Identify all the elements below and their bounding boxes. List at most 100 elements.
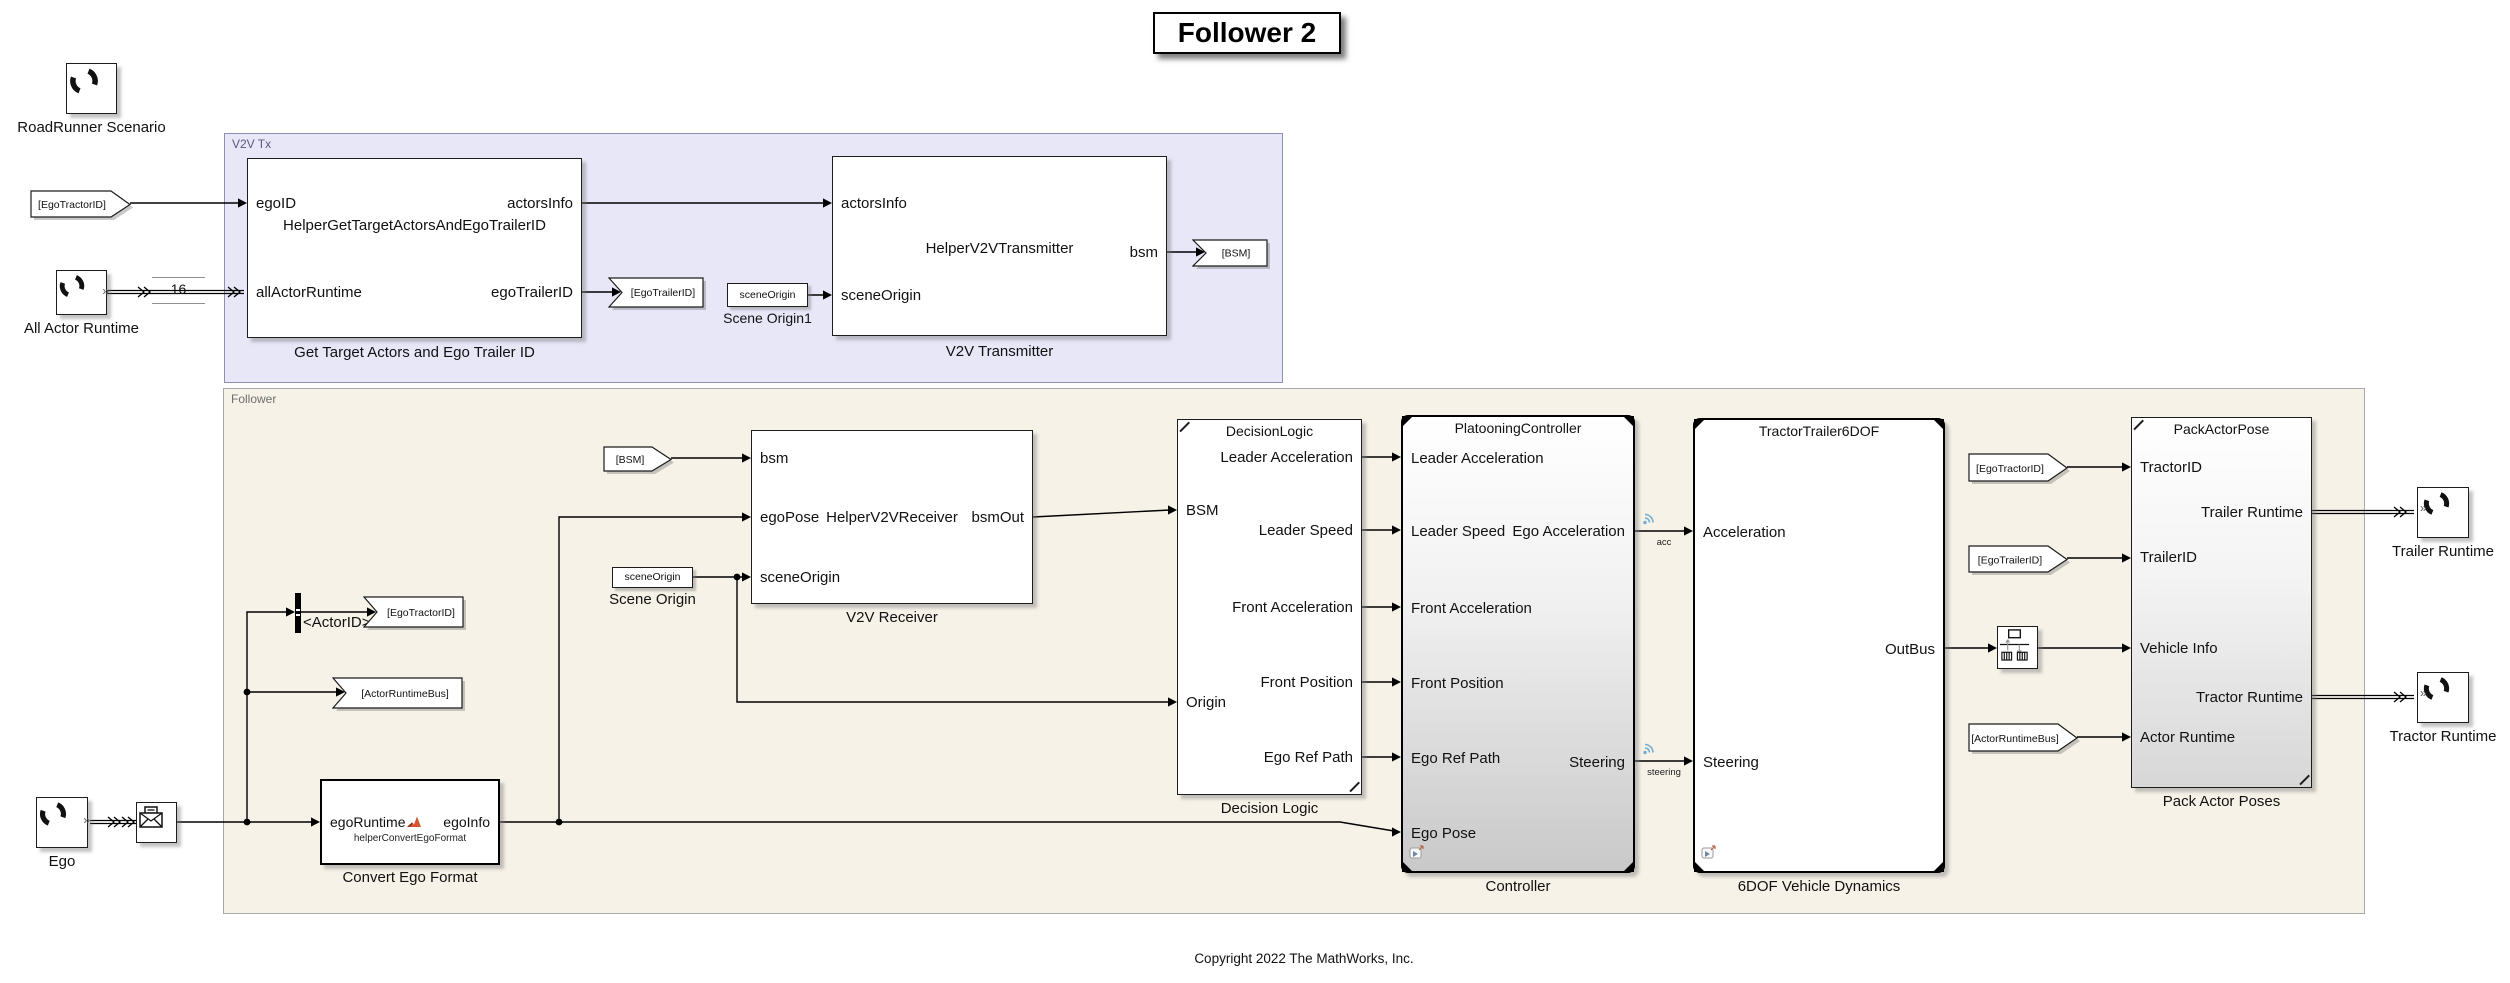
svg-text:[ActorRuntimeBus]: [ActorRuntimeBus] (1971, 733, 2059, 745)
port-label-ego-pose: Ego Pose (1411, 825, 1477, 842)
port-label-egopose: egoPose (760, 509, 820, 526)
bus-assignment-icon (1998, 629, 2031, 666)
trailer-runtime-block[interactable]: » (2417, 487, 2469, 538)
all-actor-runtime-label: All Actor Runtime (23, 320, 140, 337)
port-label-egoruntime: egoRuntime (330, 814, 406, 830)
svg-text:[EgoTrailerID]: [EgoTrailerID] (1978, 555, 2042, 567)
pack-actor-pose-caption: Pack Actor Poses (2162, 793, 2281, 810)
convert-ego-format-block[interactable]: egoRuntime egoInfo helperConvertEgoForma… (320, 779, 500, 865)
chart-notch-icon (2299, 775, 2310, 786)
model-ref-corner (1933, 861, 1944, 872)
v2v-transmitter-block[interactable]: actorsInfo sceneOrigin bsm HelperV2VTran… (832, 156, 1167, 336)
port-label-ego-accel: Ego Acceleration (1512, 523, 1625, 540)
bus-width-tick-top (152, 277, 205, 279)
port-label-actorsinfo-in: actorsInfo (841, 195, 907, 212)
port-label-allactorruntime: allActorRuntime (256, 284, 362, 301)
area-follower-label: Follower (231, 392, 277, 406)
from-tag-actor-runtime-bus[interactable]: [ActorRuntimeBus] (1968, 723, 2083, 756)
goto-tag-actor-runtime-bus[interactable]: [ActorRuntimeBus] (332, 677, 468, 713)
block-function-name: HelperV2VReceiver (826, 509, 958, 526)
v2v-receiver-block[interactable]: bsm egoPose sceneOrigin bsmOut HelperV2V… (751, 430, 1033, 604)
goto-tag-bsm[interactable]: [BSM] (1192, 239, 1273, 271)
port-label-leader-accel: Leader Acceleration (1411, 450, 1544, 467)
port-label-bsmout: bsmOut (971, 509, 1024, 526)
port-label-actor-runtime: Actor Runtime (2140, 729, 2236, 746)
logged-signal-icon (1643, 743, 1654, 755)
signal-label-steering: steering (1647, 767, 1681, 778)
roadrunner-scenario-icon (67, 68, 101, 102)
roadrunner-scenario-block[interactable] (66, 63, 117, 114)
scene-origin1-caption: Scene Origin1 (723, 310, 812, 326)
port-label-bsm: bsm (760, 450, 789, 467)
chart-title: PackActorPose (2173, 421, 2270, 437)
tractor-runtime-icon (2421, 677, 2452, 708)
pack-actor-pose-block[interactable]: PackActorPose TractorID TrailerID Vehicl… (2131, 417, 2312, 788)
roadrunner-scenario-label: RoadRunner Scenario (17, 119, 166, 136)
goto-tag-ego-trailer-id[interactable]: [EgoTrailerID] (608, 277, 709, 312)
input-port-badge-icon: » (2420, 501, 2427, 515)
port-label-leader-speed: Leader Speed (1258, 522, 1353, 539)
port-label-acceleration: Acceleration (1703, 524, 1786, 541)
svg-text:[BSM]: [BSM] (1222, 248, 1251, 260)
from-tag-ego-tractor-id[interactable]: [EgoTractorID] (30, 190, 136, 222)
model-ref-corner (1402, 416, 1413, 427)
trailer-runtime-icon (2421, 492, 2452, 523)
port-label-trailer-runtime: Trailer Runtime (2201, 504, 2303, 521)
svg-text:[ActorRuntimeBus]: [ActorRuntimeBus] (361, 688, 449, 700)
model-ref-corner (1933, 419, 1944, 430)
v2v-transmitter-caption: V2V Transmitter (945, 343, 1054, 360)
svg-text:[EgoTractorID]: [EgoTractorID] (1976, 463, 2044, 475)
ego-block[interactable]: » (36, 797, 90, 848)
from-tag-ego-tractor-id-right[interactable]: [EgoTractorID] (1968, 453, 2073, 486)
tractor-runtime-block[interactable]: » (2417, 672, 2469, 723)
controller-block[interactable]: PlatooningController Leader Acceleration… (1401, 415, 1635, 873)
port-label-leader-accel: Leader Acceleration (1220, 449, 1353, 466)
scene-origin-block[interactable]: sceneOrigin (612, 567, 693, 588)
output-port-badge-icon: » (83, 813, 90, 827)
from-tag-bsm[interactable]: [BSM] (603, 446, 676, 476)
decision-logic-block[interactable]: DecisionLogic BSM Origin Leader Accelera… (1177, 419, 1362, 795)
bus-selector-mark (296, 614, 300, 616)
port-label-front-pos: Front Position (1411, 675, 1504, 692)
port-label-bsm-in: BSM (1186, 502, 1219, 519)
get-target-actors-block[interactable]: egoID allActorRuntime actorsInfo egoTrai… (247, 158, 582, 338)
model-ref-title: TractorTrailer6DOF (1758, 423, 1880, 439)
port-label-egoid: egoID (256, 195, 297, 212)
bus-selector-mark (296, 609, 300, 611)
envelope-icon (137, 806, 165, 835)
port-label-actorsinfo: actorsInfo (507, 195, 573, 212)
decision-logic-caption: Decision Logic (1220, 800, 1319, 817)
bus-width-annotation: 16 (170, 281, 187, 297)
block-function-name: HelperGetTargetActorsAndEgoTrailerID (283, 217, 546, 234)
input-port-badge-icon: » (2420, 686, 2427, 700)
model-ref-corner (1694, 861, 1705, 872)
model-badge-icon (1701, 844, 1717, 865)
port-label-outbus: OutBus (1884, 641, 1935, 658)
message-receive-block[interactable] (136, 802, 177, 843)
vehicle-dynamics-block[interactable]: TractorTrailer6DOF Acceleration Steering… (1693, 418, 1945, 873)
get-target-actors-caption: Get Target Actors and Ego Trailer ID (294, 344, 535, 361)
port-label-front-pos: Front Position (1260, 674, 1353, 691)
all-actor-runtime-block[interactable]: » (56, 270, 109, 315)
svg-text:[EgoTrailerID]: [EgoTrailerID] (631, 287, 695, 299)
from-tag-ego-trailer-id-right[interactable]: [EgoTrailerID] (1968, 545, 2073, 577)
v2v-receiver-caption: V2V Receiver (846, 609, 938, 626)
svg-text:[BSM]: [BSM] (616, 454, 645, 466)
area-v2v-tx-label: V2V Tx (232, 137, 272, 151)
goto-tag-ego-tractor-id[interactable]: [EgoTractorID] (363, 596, 469, 632)
port-label-leader-speed: Leader Speed (1411, 523, 1506, 540)
scene-origin1-block[interactable]: sceneOrigin (727, 283, 808, 307)
model-ref-title: PlatooningController (1454, 420, 1582, 436)
bus-selector-block[interactable] (295, 593, 301, 633)
model-badge-icon (1409, 844, 1425, 865)
svg-text:[EgoTractorID]: [EgoTractorID] (387, 607, 455, 619)
model-ref-corner (1623, 861, 1634, 872)
scene-origin-caption: Scene Origin (609, 591, 696, 608)
vehicle-dynamics-caption: 6DOF Vehicle Dynamics (1737, 878, 1901, 895)
port-label-origin-in: Origin (1186, 694, 1227, 711)
port-label-tractorid: TractorID (2140, 459, 2202, 476)
svg-text:[EgoTractorID]: [EgoTractorID] (38, 199, 106, 211)
port-label-egoinfo: egoInfo (443, 814, 490, 830)
bus-assignment-block[interactable] (1997, 626, 2038, 669)
